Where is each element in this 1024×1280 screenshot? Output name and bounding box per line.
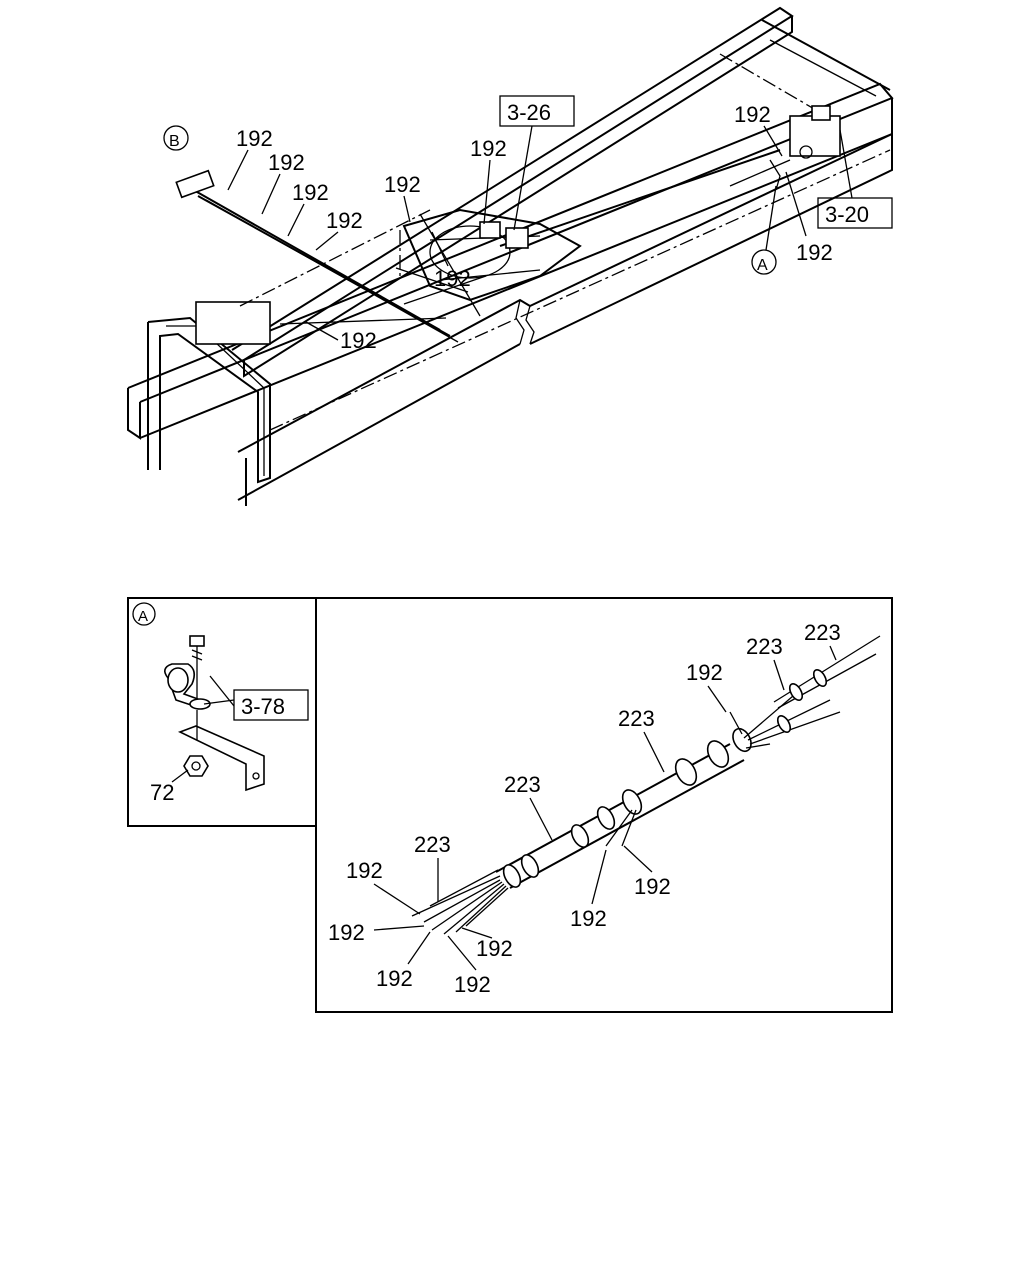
ref-3-78-text: 3-78	[241, 694, 285, 719]
part-192-label: 192	[328, 920, 365, 945]
part-192-label: 192	[268, 150, 305, 175]
detail-a-panel: A 3-78 72	[127, 597, 317, 827]
part-192-label: 192	[384, 172, 421, 197]
part-192-label: 192	[292, 180, 329, 205]
ref-3-20-text: 3-20	[825, 202, 869, 227]
part-192-label: 192	[570, 906, 607, 931]
part-192-label: 192	[340, 328, 377, 353]
part-223-label: 223	[804, 620, 841, 645]
ref-box-3-20: 3-20	[817, 129, 893, 229]
ref-3-26-text: 3-26	[507, 100, 551, 125]
part-192-label: 192	[454, 972, 491, 997]
callout-b: B	[163, 125, 189, 151]
harness-detail-panel: 223 223 223 223 223 192 192 192 192 192 …	[315, 597, 893, 1013]
detail-a-label: A	[138, 608, 148, 625]
b-marker-text: B	[169, 133, 180, 150]
part-192-label: 192	[796, 240, 833, 265]
part-223-label: 223	[504, 772, 541, 797]
part-192-label: 192	[236, 126, 273, 151]
part-192-label: 192	[470, 136, 507, 161]
part-223-label: 223	[746, 634, 783, 659]
frame-assembly-drawing	[127, 6, 894, 506]
part-192-label: 192	[376, 966, 413, 991]
part-223-label: 223	[414, 832, 451, 857]
callout-a-top: A	[751, 185, 777, 275]
part-192-labels-top: 192 192 192 192 192 192 192 192 192 192	[227, 102, 833, 353]
part-192-label: 192	[634, 874, 671, 899]
ref-box-3-26: 3-26	[499, 95, 575, 231]
part-192-label: 192	[734, 102, 771, 127]
part-192-label: 192	[434, 266, 471, 291]
part-223-label: 223	[618, 706, 655, 731]
a-marker-text: A	[757, 257, 768, 274]
part-192-label: 192	[326, 208, 363, 233]
part-192-label: 192	[346, 858, 383, 883]
part-192-label: 192	[476, 936, 513, 961]
part-72-label: 72	[150, 780, 174, 805]
part-192-label: 192	[686, 660, 723, 685]
